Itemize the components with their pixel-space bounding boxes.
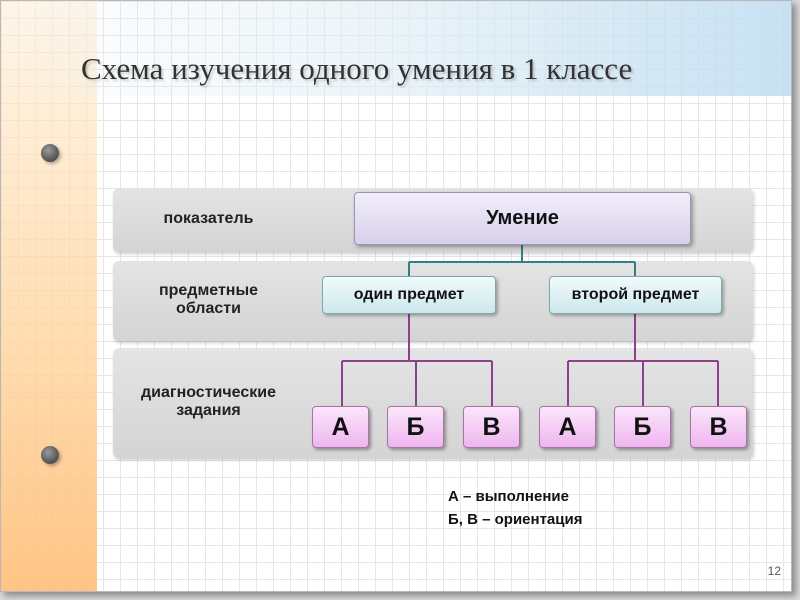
- subject-areas-label-line2: области: [176, 300, 241, 317]
- task-box-a-2: А: [539, 406, 596, 448]
- slide-title: Схема изучения одного умения в 1 классе: [81, 51, 633, 86]
- diagnostic-tasks-label-line1: диагностические: [141, 384, 276, 401]
- legend: А – выполнение Б, В – ориентация: [448, 485, 582, 531]
- page-number: 12: [767, 564, 781, 578]
- task-box-a-1: А: [312, 406, 369, 448]
- slide: Схема изучения одного умения в 1 классе …: [0, 0, 792, 592]
- subject-areas-label: предметные области: [121, 282, 296, 318]
- pin-icon: [41, 446, 59, 464]
- skill-box: Умение: [354, 192, 691, 245]
- pin-icon: [41, 144, 59, 162]
- task-box-b-1: Б: [387, 406, 444, 448]
- indicator-label: показатель: [163, 210, 254, 227]
- diagnostic-tasks-label: диагностические задания: [121, 384, 296, 420]
- subject-box-1: один предмет: [322, 276, 496, 314]
- legend-line-2: Б, В – ориентация: [448, 511, 583, 528]
- left-decorative-strip: [1, 1, 97, 591]
- task-box-b-2: Б: [614, 406, 671, 448]
- task-box-v-1: В: [463, 406, 520, 448]
- diagnostic-tasks-label-line2: задания: [176, 402, 241, 419]
- top-decorative-band: [1, 1, 791, 96]
- subject-areas-label-line1: предметные: [158, 282, 259, 299]
- legend-line-1: А – выполнение: [448, 488, 569, 505]
- connector-lines: [341, 245, 719, 406]
- subject-box-2: второй предмет: [549, 276, 722, 314]
- task-box-v-2: В: [690, 406, 747, 448]
